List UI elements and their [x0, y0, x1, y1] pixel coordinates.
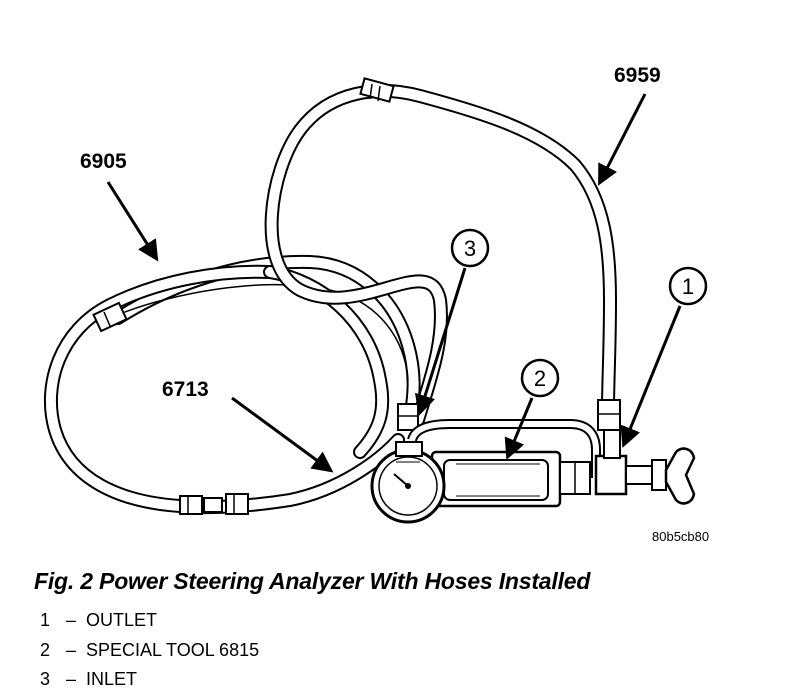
part-label-6905: 6905	[80, 150, 127, 173]
legend-item: 2–SPECIAL TOOL 6815	[40, 636, 259, 666]
leader-arrow-6905	[106, 181, 159, 262]
legend-item: 3–INLET	[40, 665, 259, 695]
legend-text: OUTLET	[86, 610, 158, 630]
legend-item: 1–OUTLET	[40, 606, 259, 636]
legend-number: 2	[40, 639, 51, 660]
figure-caption: Fig. 2 Power Steering Analyzer With Hose…	[34, 568, 591, 594]
hose-fitting-inlet	[397, 403, 419, 431]
legend-dash: –	[65, 669, 76, 689]
legend-dash: –	[65, 610, 76, 630]
leader-arrow-3	[414, 267, 467, 417]
leader-arrow-6713	[231, 396, 334, 473]
legend-dash: –	[65, 639, 76, 660]
callout-number-2: 2	[534, 366, 546, 391]
analyzer-tool-6815	[370, 419, 696, 524]
legend-text: INLET	[86, 669, 138, 689]
leader-arrow-1	[620, 305, 682, 448]
callout-2: 2	[504, 358, 560, 460]
part-label-6713: 6713	[162, 378, 209, 401]
legend-number: 1	[40, 610, 51, 630]
legend-text: SPECIAL TOOL 6815	[86, 639, 260, 660]
hose-6713	[43, 264, 405, 515]
callout-number-1: 1	[682, 274, 694, 299]
leader-arrow-6959	[598, 93, 647, 186]
hose-fitting-top	[359, 77, 395, 103]
leader-arrow-2	[504, 397, 534, 460]
reference-code: 80b5cb80	[652, 529, 709, 544]
hose-fitting-left	[92, 301, 128, 333]
callout-3: 3	[414, 228, 490, 417]
power-steering-analyzer-diagram: 6905 6959 6713 3 2 1 80b5cb80	[43, 64, 709, 544]
hose-fitting-bottom	[179, 493, 249, 515]
label-group-6905: 6905	[80, 150, 159, 262]
hose-6959	[264, 84, 617, 427]
label-group-6713: 6713	[162, 378, 334, 473]
label-group-6959: 6959	[598, 64, 661, 186]
part-label-6959: 6959	[614, 64, 661, 87]
legend-list: 1–OUTLET 2–SPECIAL TOOL 6815 3–INLET	[40, 606, 259, 695]
hose-fitting-outlet	[597, 399, 621, 431]
callout-number-3: 3	[464, 236, 476, 261]
legend-number: 3	[40, 669, 51, 689]
callout-1: 1	[620, 266, 708, 448]
